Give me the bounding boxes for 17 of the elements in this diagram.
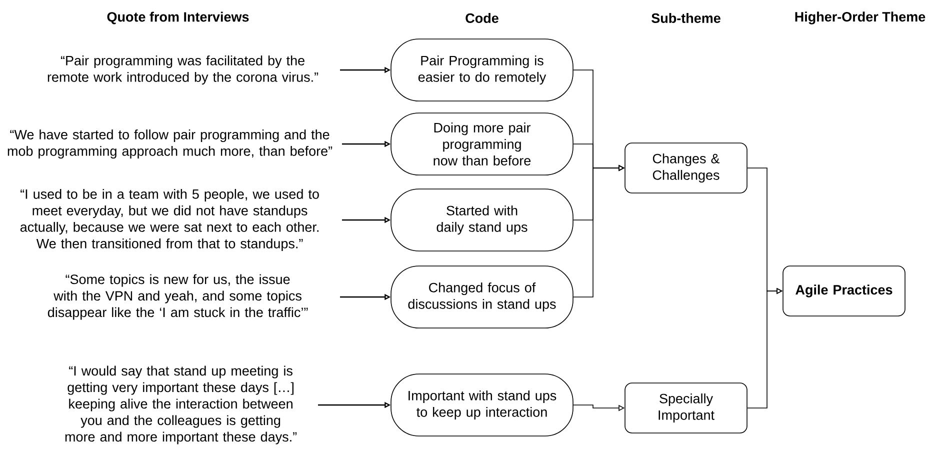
quote-text: “Pair programming was facilitated by the remote work introduced by the corona virus.” [48, 55, 318, 85]
quote-text: “I used to be in a team with 5 people, we used to meet everyday, but we did not have standups actually, because we were sat next to each other. We then transitioned from that to standups.” [20, 188, 319, 252]
column-heading: Code [466, 13, 498, 23]
quote-text: “Some topics is new for us, the issue with the VPN and yeah, and some topics disappear like the ‘I am stuck in the traffic’” [48, 274, 308, 320]
code-box: Doing more pair programming now than before [390, 112, 574, 176]
column-heading: Quote from Interviews [107, 12, 249, 24]
quote-text: “We have started to follow pair programming and the mob programming approach much more, than before” [8, 129, 332, 159]
code-box: Pair Programming is easier to do remotely [390, 38, 574, 102]
sub-theme-box: Specially Important [624, 382, 748, 434]
quote-text: “I would say that stand up meeting is getting very important these days […] keeping alive the interaction between you and the colleagues is getting more and more important these days.” [65, 366, 297, 444]
theme-box: Agile Practices [782, 266, 906, 316]
column-heading: Higher-Order Theme [795, 12, 926, 24]
code-box: Changed focus of discussions in stand ups [390, 266, 574, 328]
column-heading: Sub-theme [652, 13, 720, 23]
code-box: Important with stand ups to keep up interaction [390, 374, 574, 436]
code-box: Started with daily stand ups [390, 188, 574, 252]
sub-theme-box: Changes & Challenges [624, 142, 748, 194]
